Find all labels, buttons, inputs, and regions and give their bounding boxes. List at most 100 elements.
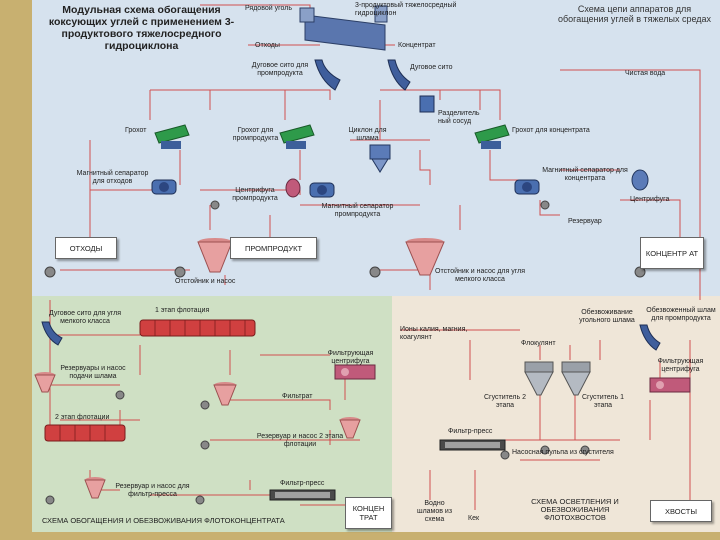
flow-line: [459, 200, 560, 230]
label-flocculant: Флокулянт: [521, 340, 556, 347]
centrifuge-middling-icon: [285, 178, 301, 198]
bottom-left-title: СХЕМА ОБОГАЩЕНИЯ И ОБЕЗВОЖИВАНИЯ ФЛОТОКО…: [42, 516, 285, 525]
arc-sieve-slurry-icon: [639, 324, 661, 351]
label-mag-sep-middling: Магнитный сепаратор промпродукта: [321, 203, 394, 218]
hydrocyclone-icon: [299, 5, 388, 51]
reservoir-hopper-icon: [339, 417, 361, 439]
label-screen-middling: Грохот для промпродукта: [232, 127, 279, 142]
flotation-1-icon: [139, 319, 256, 337]
reservoir-hopper-icon: [213, 382, 237, 406]
pump-icon: [115, 390, 125, 400]
main-title: Модульная схема обогащения коксующих угл…: [48, 4, 235, 52]
label-dewatering-slurry: Обезвоживание угольного шлама: [579, 309, 635, 324]
cyclone-slurry-icon: [369, 144, 391, 173]
waste-box: ОТХОДЫ: [55, 237, 117, 259]
label-reservoir: Резервуар: [568, 218, 602, 225]
mag-sep-waste-icon: [151, 179, 177, 195]
tailings-box: ХВОСТЫ: [650, 500, 712, 522]
label-screen-concentrate: Грохот для концентрата: [512, 127, 590, 134]
flow-line: [249, 480, 345, 506]
flow-line: [429, 459, 600, 510]
label-concentrate: Концентрат: [398, 42, 436, 49]
filter-press-icon: [269, 489, 336, 501]
flow-line: [49, 300, 140, 440]
pump-icon: [540, 200, 550, 210]
label-thickener-2: Сгуститель 2 этапа: [483, 394, 526, 409]
thickener-1-icon: [561, 361, 591, 396]
settler-hopper-fine-icon: [405, 238, 445, 276]
label-thickener-1: Сгуститель 1 этапа: [581, 394, 624, 409]
flow-line: [659, 340, 691, 500]
screen-icon: [154, 124, 190, 149]
label-dewatered-slurry: Обезвоженный шлам для промпродукта: [646, 307, 716, 322]
thickener-2-icon: [524, 361, 554, 396]
flow-line: [400, 329, 520, 380]
flow-line: [230, 370, 346, 410]
label-arc-sieve: Дуговое сито: [410, 64, 453, 71]
arc-sieve-icon: [387, 59, 411, 91]
label-water-scheme: Водно шламов из схема: [416, 500, 453, 523]
pump-icon: [580, 445, 590, 455]
label-mag-sep-waste: Магнитный сепаратор для отходов: [76, 170, 149, 185]
label-settler-pump-fine: Отстойник и насос для угля мелкого класс…: [435, 268, 525, 283]
label-filter-centrifuge-left: Фильтрующая центрифуга: [327, 350, 374, 365]
pump-icon: [369, 266, 381, 278]
flotation-2-icon: [44, 424, 126, 442]
label-clean-water: Чистая вода: [625, 70, 666, 77]
reservoir-hopper-icon: [84, 477, 106, 499]
label-settler-pump: Отстойник и насос: [175, 278, 236, 285]
flow-line: [419, 150, 431, 185]
right-title: Схема цепи аппаратов для обогащения угле…: [557, 4, 712, 24]
reservoir-hopper-icon: [34, 372, 56, 393]
pump-icon: [45, 495, 55, 505]
screen-middling-icon: [279, 124, 315, 149]
pump-icon: [200, 400, 210, 410]
flow-line: [149, 89, 331, 120]
flow-line: [210, 430, 360, 445]
label-filtrate: Фильтрат: [282, 393, 313, 400]
flow-line: [350, 100, 430, 141]
flow-line: [299, 150, 420, 206]
label-arc-sieve-fine: Дуговое сито для угля мелкого класса: [48, 310, 122, 325]
filter-centrifuge-right-icon: [649, 377, 691, 393]
pump-icon: [174, 266, 186, 278]
flow-line: [560, 69, 701, 300]
flow-line: [380, 89, 501, 120]
centrifuge-icon: [631, 169, 649, 191]
mag-sep-middling-icon: [309, 182, 335, 198]
bottom-right-title: СХЕМА ОСВЕТЛЕНИЯ И ОБЕЗВОЖИВАНИЯ ФЛОТОХВ…: [531, 497, 619, 522]
pump-icon: [200, 440, 210, 450]
flow-line: [89, 140, 160, 240]
flow-line: [539, 340, 601, 360]
label-raw-coal: Рядовой уголь: [245, 5, 292, 12]
label-screen: Грохот: [125, 127, 147, 134]
label-arc-sieve-middling: Дуговое сито для промпродукта: [251, 62, 309, 77]
label-flotation-2: 2 этап флотации: [55, 414, 110, 421]
concentrate-box: КОНЦЕНТР АТ: [640, 237, 704, 269]
flow-line: [45, 345, 141, 386]
pump-icon: [500, 450, 510, 460]
label-filter-press-left: Фильтр-пресс: [280, 480, 325, 487]
pump-icon: [195, 495, 205, 505]
label-waste: Отходы: [255, 42, 280, 49]
middling-box: ПРОМПРОДУКТ: [230, 237, 317, 259]
label-reservoir-pump-filter: Резервуар и насос для фильтр-пресса: [115, 483, 190, 498]
label-cake: Кек: [468, 515, 480, 522]
arc-sieve-middling-icon: [314, 59, 341, 91]
flow-line: [229, 350, 330, 375]
filter-centrifuge-icon: [334, 364, 376, 380]
label-reservoir-pump-2: Резервуар и насос 2 этапа флотации: [256, 433, 344, 448]
flow-line: [209, 205, 271, 240]
label-hydrocyclone: 3-продуктовый тяжелосредный гидроциклон: [355, 2, 457, 17]
label-ions: Ионы калия, магния, коагулянт: [400, 326, 468, 341]
pump-icon: [44, 266, 56, 278]
mag-sep-concentrate-icon: [514, 179, 540, 195]
label-separator-vessel: Разделитель ный сосуд: [438, 110, 480, 125]
label-filter-press-right: Фильтр-пресс: [448, 428, 493, 435]
label-centrifuge: Центрифуга: [630, 196, 670, 203]
label-filter-centrifuge-right: Фильтрующая центрифуга: [657, 358, 704, 373]
label-flotation-1: 1 этап флотация: [155, 307, 210, 314]
bottom-right-zone: [392, 296, 720, 532]
